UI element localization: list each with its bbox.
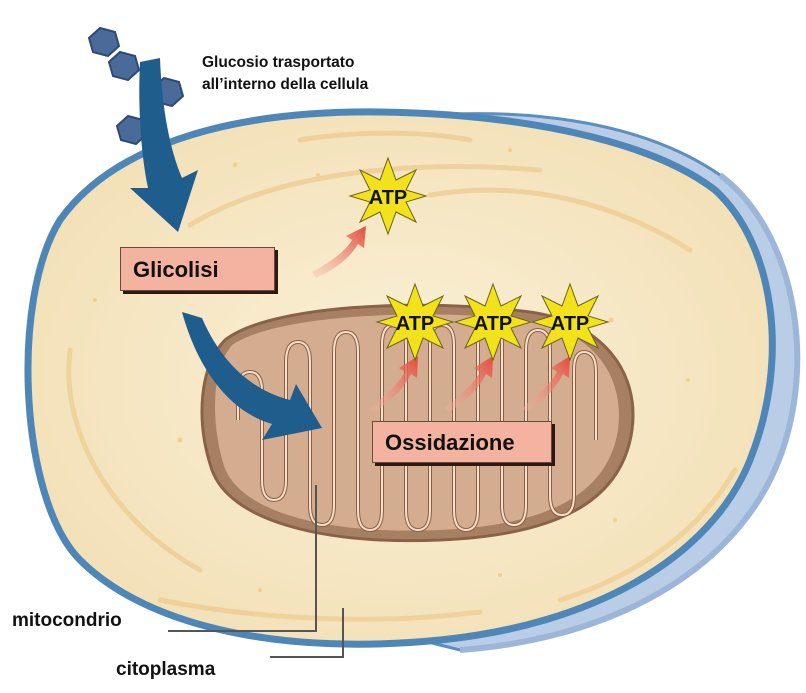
caption-line-2: all’interno della cellula: [202, 76, 369, 93]
citoplasma-leader: [270, 608, 344, 658]
cytoplasm-granules: [93, 148, 690, 592]
glucose-caption: Glucosio trasportato all’interno della c…: [202, 52, 368, 96]
atp-star: ATP: [530, 282, 610, 362]
glycolysis-to-mito-arrow: [182, 312, 322, 440]
atp-label: ATP: [396, 313, 435, 335]
atp-star: ATP: [375, 282, 455, 362]
mitocondrio-leader: [168, 485, 317, 632]
atp-star: ATP: [453, 282, 533, 362]
atp-star: ATP: [348, 156, 428, 236]
atp-label: ATP: [474, 313, 513, 335]
glucose-arrow: [130, 58, 198, 232]
leader-lines: [168, 485, 344, 658]
glucose-molecules: [87, 26, 185, 146]
caption-line-1: Glucosio trasportato: [202, 54, 355, 71]
glucose-hexagon: [107, 50, 141, 82]
mitocondrio-label: mitocondrio: [12, 610, 122, 631]
citoplasma-label: citoplasma: [116, 659, 216, 680]
glucose-hexagon: [87, 26, 121, 58]
atp-label: ATP: [551, 313, 590, 335]
red-arrows: [312, 226, 570, 412]
glicolisi-label-box: Glicolisi: [120, 247, 275, 291]
atp-label: ATP: [369, 187, 408, 209]
cytoskeleton-strands: [66, 130, 738, 622]
ossidazione-label-box: Ossidazione: [372, 421, 552, 463]
